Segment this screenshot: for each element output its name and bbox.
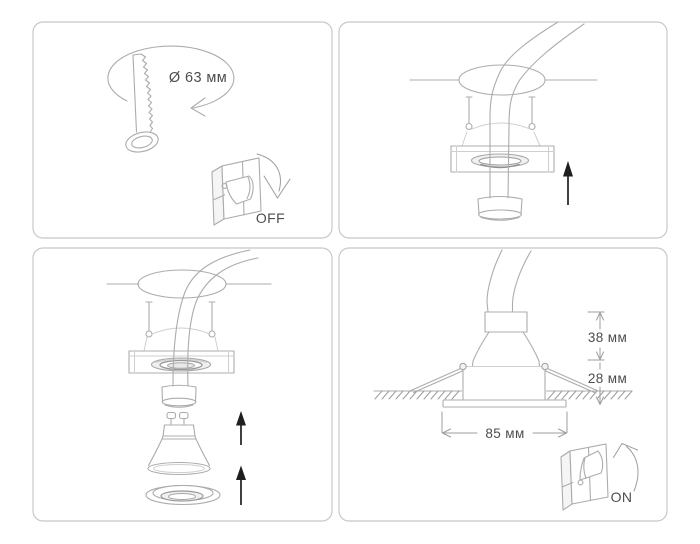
spring-clip-pins: [465, 96, 536, 131]
panel-step-1-cut-hole: Ø 63 мм OFF: [32, 21, 333, 239]
insert-up-arrow-icon: [563, 161, 573, 205]
hole-diameter-label: Ø 63 мм: [169, 70, 227, 86]
trim-ring-icon: [145, 484, 221, 506]
hole-saw-icon: [125, 53, 159, 153]
ceiling-hole-drawing: [106, 269, 272, 299]
ceiling-hatch-drawing: [373, 390, 633, 408]
panel-step-4-finished-dimensions: 38 мм 28 мм 85 мм ON: [338, 247, 668, 522]
width-dimension: 85 мм: [441, 411, 568, 441]
fixture-body-drawing: [128, 327, 235, 374]
trim-diameter-label: 85 мм: [485, 426, 524, 441]
switch-off-label: OFF: [256, 210, 285, 226]
insert-up-arrow-icon-2: [236, 465, 246, 505]
height-dimension: 38 мм 28 мм: [587, 311, 627, 405]
cable-drawing: [489, 21, 585, 199]
panel-frame: [32, 247, 333, 522]
connector-cylinder-drawing: [477, 195, 523, 221]
turn-off-curved-arrow-icon: [256, 153, 291, 199]
switch-on-label: ON: [611, 489, 633, 505]
rotation-arrow-icon: [107, 45, 235, 117]
panel-step-2-insert-housing: [338, 21, 668, 239]
panel-step-3-install-lamp: [32, 247, 333, 522]
cable-drawing: [486, 249, 532, 313]
lamp-socket-drawing: [161, 384, 197, 408]
turn-on-curved-arrow-icon: [613, 443, 639, 492]
recess-depth-label: 28 мм: [588, 371, 627, 386]
cable-drawing: [172, 249, 259, 387]
mounted-fixture-drawing: [410, 311, 598, 401]
panel-frame: [32, 21, 333, 239]
fixture-height-label: 38 мм: [588, 330, 627, 345]
gu10-bulb-icon: [147, 411, 211, 476]
wall-switch-off-icon: [211, 157, 262, 226]
panel-frame: [338, 21, 668, 239]
wall-switch-on-icon: [560, 443, 609, 511]
insert-up-arrow-icon: [236, 411, 246, 445]
spring-clip-pins: [145, 301, 216, 338]
ceiling-hole-drawing: [409, 64, 598, 96]
